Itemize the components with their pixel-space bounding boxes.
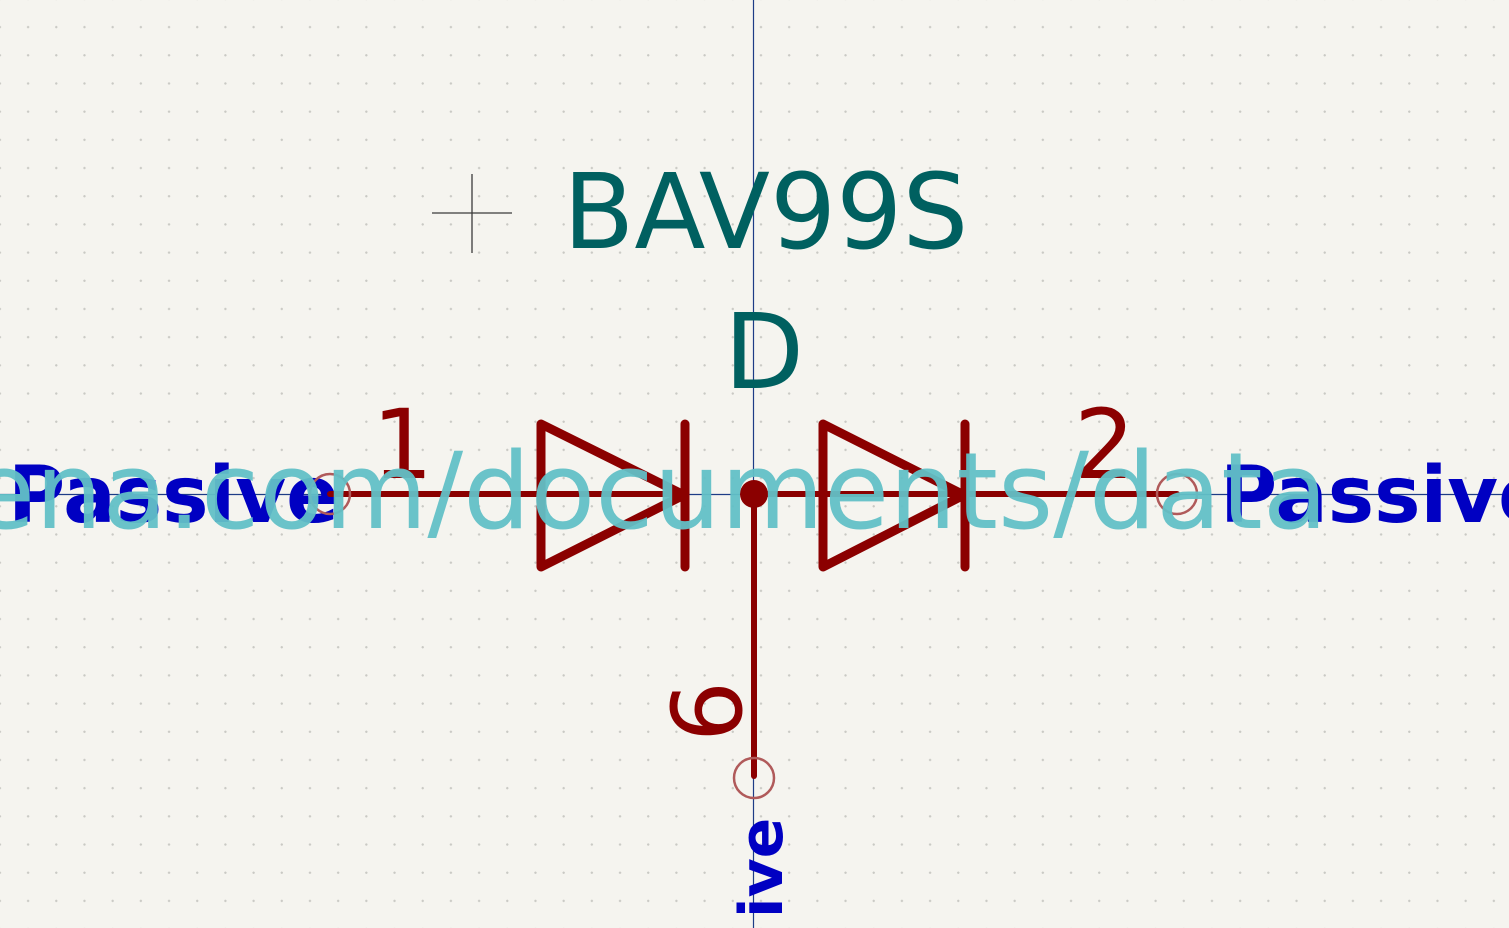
pin-type-right: Passive (1220, 451, 1509, 541)
junction-dot (740, 480, 768, 508)
pin-2-end-marker[interactable] (1155, 472, 1199, 516)
diode-2-icon (818, 419, 970, 572)
pin-number-1: 1 (372, 389, 433, 501)
pin-1-end-marker[interactable] (308, 472, 352, 516)
field-anchor-icon (432, 174, 512, 253)
value-field[interactable]: BAV99S (563, 151, 968, 273)
reference-field[interactable]: D (724, 291, 804, 413)
datasheet-field[interactable]: ena.com/documents/data (0, 430, 1328, 553)
pin-type-bottom: ive (727, 818, 797, 918)
pin-number-6: 6 (652, 681, 764, 742)
pin-6-end-marker[interactable] (732, 756, 776, 800)
pin-number-2: 2 (1074, 389, 1135, 501)
pin-type-left: Passive (8, 451, 339, 541)
diode-1-icon (536, 419, 690, 572)
